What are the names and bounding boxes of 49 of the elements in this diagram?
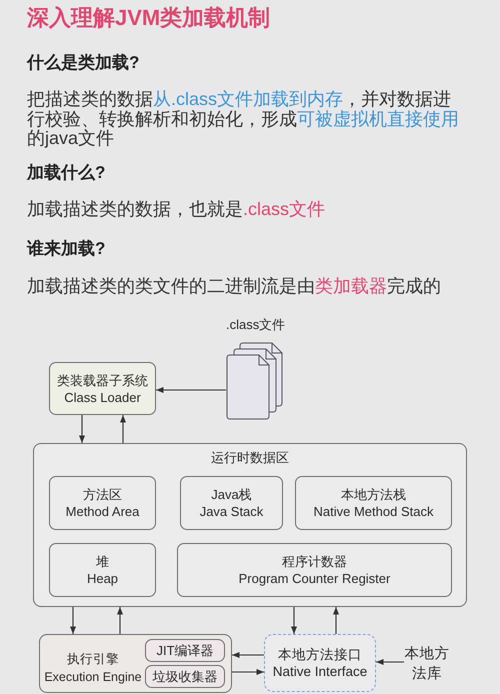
node-subtitle: Method Area — [66, 503, 140, 520]
arrow — [78, 415, 86, 443]
answer-text: 加载描述类的类文件的二进制流是由类加载器完成的 — [27, 277, 442, 296]
node-title: 执行引擎 — [67, 651, 119, 668]
arrow — [232, 652, 264, 658]
arrow — [290, 607, 298, 634]
node-subtitle: Native Method Stack — [314, 503, 434, 520]
node-subtitle: Program Counter Register — [238, 570, 390, 587]
node-subtitle: Class Loader — [64, 388, 141, 406]
node-subtitle: Java Stack — [200, 503, 264, 520]
file-caption: .class文件 — [226, 316, 284, 334]
page-title: 深入理解JVM类加载机制 — [27, 4, 270, 32]
arrow — [70, 607, 76, 634]
node-title: 类装载器子系统 — [57, 372, 148, 388]
subsystem-box — [49, 362, 156, 415]
arrow — [232, 668, 264, 676]
arrow — [120, 415, 126, 443]
interface-box — [264, 634, 376, 692]
node-title: 本地方法接口 — [278, 646, 362, 663]
memory-area-box — [180, 476, 283, 530]
component-box — [145, 639, 225, 662]
arrow — [332, 607, 340, 634]
node-title: 垃圾收集器 — [152, 668, 218, 685]
data-area-panel — [33, 443, 467, 607]
answer-text: 把描述类的数据从.class文件加载到内存，并对数据进行校验、转换解析和初始化，形成可被虚拟机直接使用的java文件 — [27, 90, 460, 148]
answer-text: 加载描述类的数据，也就是.class文件 — [27, 200, 326, 220]
node-subtitle: Execution Engine — [44, 669, 142, 686]
question-heading: 谁来加载? — [27, 238, 106, 260]
node-title: Java栈 — [211, 486, 252, 503]
node-title: 运行时数据区 — [211, 449, 289, 466]
memory-area-box — [49, 476, 156, 530]
engine-panel — [39, 634, 232, 693]
question-heading: 什么是类加载? — [27, 52, 140, 74]
arrow — [116, 607, 124, 634]
question-heading: 加载什么? — [27, 162, 106, 184]
library-label: 本地方法库 — [404, 644, 450, 686]
component-box — [145, 665, 225, 688]
memory-area-box — [49, 543, 156, 597]
arrow — [376, 658, 404, 666]
node-title: 方法区 — [83, 486, 122, 503]
node-title: 程序计数器 — [282, 553, 347, 570]
memory-area-box — [177, 543, 452, 597]
node-title: 堆 — [96, 553, 109, 570]
node-subtitle: Native Interface — [272, 663, 368, 680]
node-title: 本地方法栈 — [341, 486, 406, 503]
node-title: JIT编译器 — [156, 642, 214, 659]
arrow — [156, 386, 226, 394]
memory-area-box — [295, 476, 452, 530]
node-subtitle: Heap — [86, 570, 118, 587]
